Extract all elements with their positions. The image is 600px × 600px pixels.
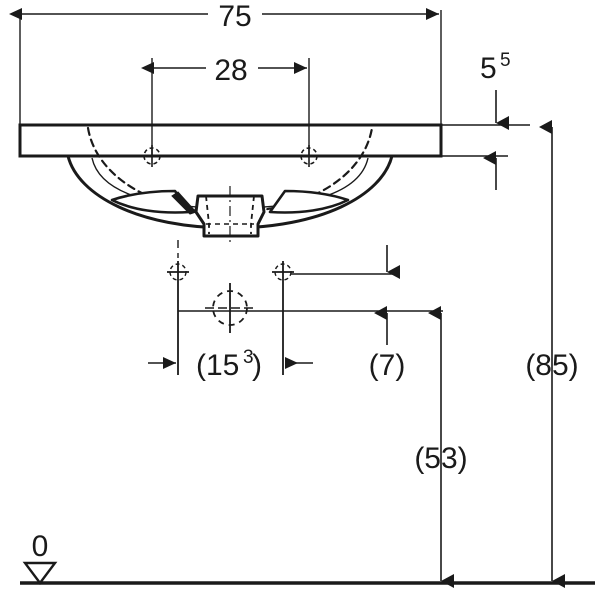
waste-reference-marks bbox=[167, 240, 294, 375]
dimension-label-slab-thickness-superscript: 5 bbox=[500, 50, 511, 71]
dimension-label-trap-height: (53) bbox=[414, 442, 467, 475]
dimension-trap-height: (53) bbox=[414, 306, 468, 588]
dimension-label-trap-depth: (7) bbox=[369, 349, 406, 382]
dimension-label-waste-offset-superscript: 3 bbox=[243, 347, 254, 368]
basin-slab-outline bbox=[18, 123, 443, 158]
dimension-overall-width: 75 bbox=[9, 0, 442, 125]
dimension-slab-thickness: 5 5 bbox=[441, 50, 530, 190]
basin-right-shelf bbox=[268, 189, 350, 214]
reference-crosshair-right bbox=[272, 261, 294, 283]
dimension-label-mounting-height: (85) bbox=[525, 349, 578, 382]
dimension-mounting-height: (85) bbox=[525, 120, 579, 588]
basin-body bbox=[18, 123, 443, 246]
dimension-label-slab-thickness: 5 bbox=[480, 52, 497, 85]
datum-label: 0 bbox=[32, 530, 49, 563]
triangle-down-icon bbox=[22, 561, 58, 585]
dimension-label-waste-offset-suffix: ) bbox=[252, 349, 262, 382]
basin-shelf-joint-left bbox=[171, 191, 197, 215]
dimension-tap-spacing: 28 bbox=[141, 54, 310, 156]
dimension-label-waste-offset: (15 bbox=[196, 349, 239, 382]
reference-crosshair-left bbox=[167, 261, 189, 283]
pipe-outlet-circle bbox=[205, 283, 255, 333]
basin-inner-contour-hidden bbox=[86, 126, 374, 214]
dimension-label-tap-spacing: 28 bbox=[214, 54, 247, 87]
dimension-trap-depth: (7) bbox=[178, 245, 443, 382]
floor-datum: 0 bbox=[20, 530, 595, 585]
dimension-label-overall-width: 75 bbox=[218, 0, 251, 33]
dimension-waste-offset: (15 3 ) bbox=[148, 347, 313, 382]
